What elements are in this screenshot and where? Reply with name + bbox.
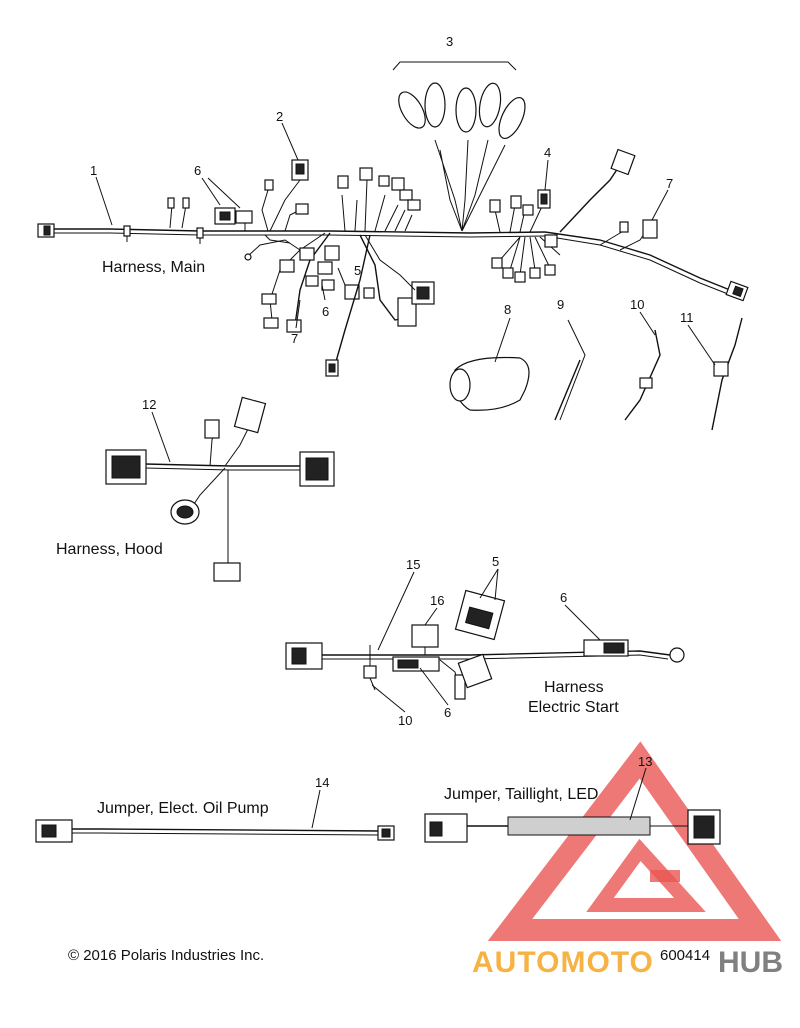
callout-10: 10 bbox=[630, 297, 644, 312]
callout-2: 2 bbox=[276, 109, 283, 124]
leader-lines bbox=[95, 122, 716, 829]
label-harness-main: Harness, Main bbox=[102, 259, 205, 276]
jumper-oil-pump bbox=[35, 819, 395, 843]
copyright-text: © 2016 Polaris Industries Inc. bbox=[68, 947, 264, 964]
callout-7b: 7 bbox=[291, 331, 298, 346]
label-harness-start-2: Electric Start bbox=[528, 699, 619, 716]
callout-7: 7 bbox=[666, 176, 673, 191]
callout-6d: 6 bbox=[444, 705, 451, 720]
label-harness-start-1: Harness bbox=[544, 679, 604, 696]
watermark-part1: AUTOMOTO bbox=[472, 946, 654, 979]
callout-5: 5 bbox=[354, 263, 361, 278]
callout-15: 15 bbox=[406, 557, 420, 572]
callout-11: 11 bbox=[680, 310, 694, 325]
watermark-text: AUTOMOTO HUB bbox=[472, 946, 783, 979]
callout-10b: 10 bbox=[398, 713, 412, 728]
label-harness-hood: Harness, Hood bbox=[56, 541, 163, 558]
harness-labels: Harness, Main Harness, Hood Harness Elec… bbox=[56, 259, 710, 964]
callout-1: 1 bbox=[90, 163, 97, 178]
loose-parts bbox=[449, 317, 743, 431]
callout-3: 3 bbox=[446, 34, 453, 49]
item-numbers: 1 2 3 4 5 6 6 6 6 7 7 8 9 10 10 11 12 13… bbox=[90, 34, 694, 790]
label-jumper-tail: Jumper, Taillight, LED bbox=[444, 786, 598, 803]
callout-6b: 6 bbox=[322, 304, 329, 319]
injector-group bbox=[392, 61, 526, 232]
callout-12: 12 bbox=[142, 397, 156, 412]
callout-14: 14 bbox=[315, 775, 329, 790]
callout-6c: 6 bbox=[560, 590, 567, 605]
callout-16: 16 bbox=[430, 593, 444, 608]
callout-4: 4 bbox=[544, 145, 551, 160]
callout-5b: 5 bbox=[492, 554, 499, 569]
harness-hood bbox=[105, 396, 335, 582]
harness-main bbox=[37, 61, 749, 377]
jumper-taillight bbox=[424, 809, 721, 845]
callout-13: 13 bbox=[638, 754, 652, 769]
label-jumper-oil: Jumper, Elect. Oil Pump bbox=[97, 800, 269, 817]
harness-electric-start bbox=[285, 589, 685, 700]
callout-8: 8 bbox=[504, 302, 511, 317]
callout-9: 9 bbox=[557, 297, 564, 312]
callout-6: 6 bbox=[194, 163, 201, 178]
watermark-logo bbox=[487, 741, 782, 941]
figure-id: 600414 bbox=[660, 947, 710, 964]
watermark-part2: HUB bbox=[718, 946, 783, 979]
